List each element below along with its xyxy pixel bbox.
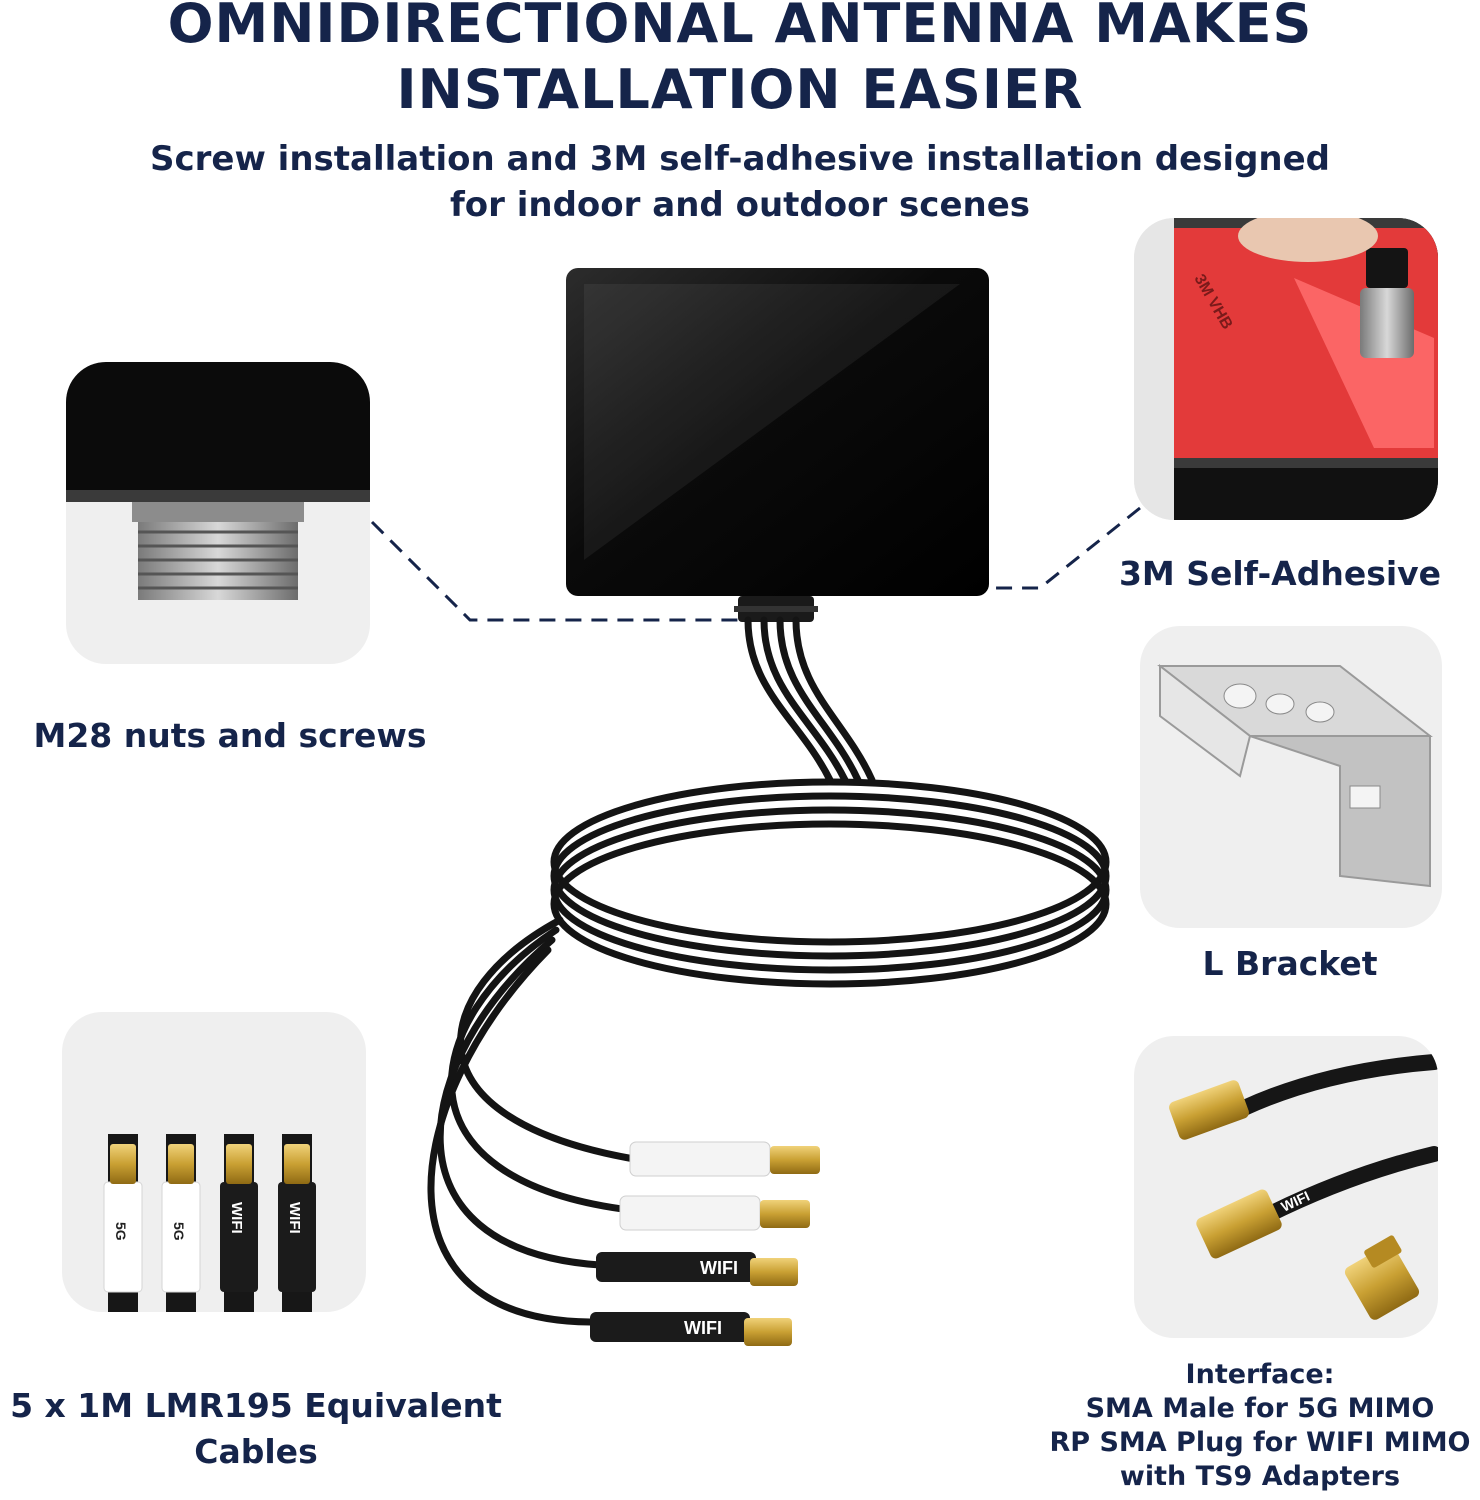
subtitle-line-2: for indoor and outdoor scenes (449, 185, 1031, 225)
leader-line-screws (370, 520, 740, 622)
adapter-illustration: WIFI (1169, 1054, 1438, 1320)
antenna-housing (566, 268, 989, 622)
label-l-bracket: L Bracket (1202, 944, 1378, 983)
cable-connectors-illustration: 5G 5G WIFI WIFI (103, 1134, 316, 1312)
subtitle-line-1: Screw installation and 3M self-adhesive … (149, 139, 1331, 179)
interface-line-3: RP SMA Plug for WIFI MIMO (1049, 1427, 1471, 1458)
cable-tails (427, 916, 644, 1326)
wifi-label-1: WIFI (700, 1258, 738, 1278)
wifi-label-2: WIFI (684, 1318, 722, 1338)
leader-line-adhesive (985, 506, 1141, 590)
tile-wifi-label-2: WIFI (286, 1202, 303, 1234)
connector-5g-2 (619, 1195, 810, 1231)
tile-5g-label-1: 5G (113, 1222, 129, 1241)
interface-line-1: Interface: (1185, 1359, 1335, 1390)
cable-coil (550, 778, 1110, 988)
antenna-cables (744, 616, 876, 784)
interface-line-2: SMA Male for 5G MIMO (1085, 1393, 1435, 1424)
threaded-nut-illustration (66, 362, 370, 600)
connector-wifi-1: WIFI (596, 1252, 798, 1286)
l-bracket-illustration (1157, 663, 1433, 888)
tile-cables: 5G 5G WIFI WIFI (62, 1012, 366, 1312)
label-cables-line-2: Cables (194, 1432, 318, 1471)
interface-line-4: with TS9 Adapters (1119, 1461, 1401, 1492)
adhesive-tape-illustration: 3M VHB (1134, 218, 1438, 520)
tile-wifi-label-1: WIFI (228, 1202, 245, 1234)
label-3m-adhesive: 3M Self-Adhesive (1118, 554, 1442, 593)
connector-wifi-2: WIFI (590, 1312, 792, 1346)
tile-interface: WIFI (1134, 1036, 1438, 1338)
tile-m28-screws (66, 362, 370, 664)
headline-line-2: INSTALLATION EASIER (396, 58, 1084, 121)
tile-l-bracket (1140, 626, 1442, 928)
tile-5g-label-2: 5G (171, 1222, 187, 1241)
headline-line-1: OMNIDIRECTIONAL ANTENNA MAKES (167, 0, 1313, 55)
connector-5g-1 (629, 1141, 820, 1177)
tile-3m-adhesive: 3M VHB (1134, 218, 1438, 520)
label-cables-line-1: 5 x 1M LMR195 Equivalent (10, 1386, 502, 1425)
label-m28-screws: M28 nuts and screws (33, 716, 427, 755)
